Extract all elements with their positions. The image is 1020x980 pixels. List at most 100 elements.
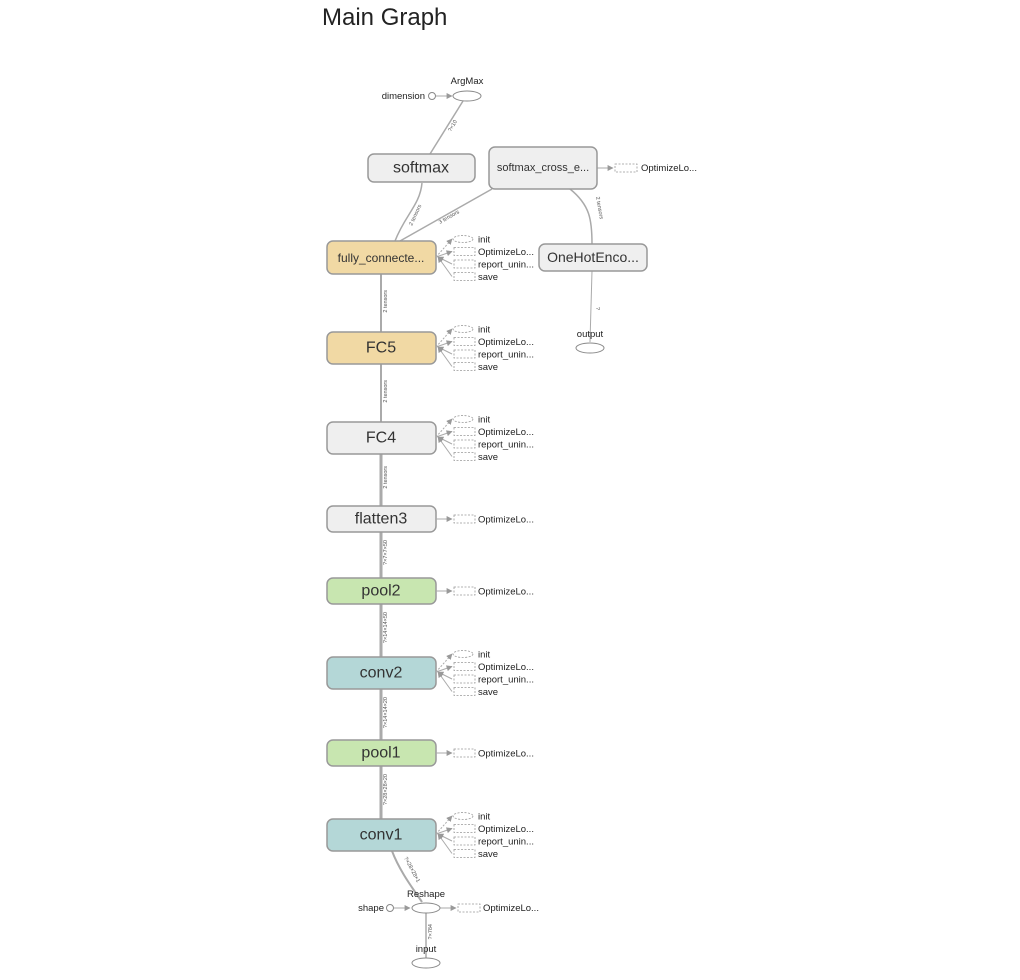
fc5-node[interactable]: FC5	[326, 331, 437, 365]
fc4-save-label: save	[478, 452, 498, 463]
conv2-edge-optimize[interactable]	[435, 665, 453, 673]
edge-label-flatten-pool2: ?×7×7×50	[383, 540, 389, 565]
fc5-edge-optimize[interactable]	[435, 340, 453, 348]
conv2-report-node[interactable]	[453, 674, 476, 684]
conv2-optimize-node[interactable]	[453, 662, 476, 671]
fc5-report-node[interactable]	[453, 349, 476, 359]
flatten3-optimize-node[interactable]	[453, 514, 476, 524]
fc5-init-node[interactable]	[452, 325, 474, 333]
conv2-save-node[interactable]	[453, 687, 476, 696]
fc4-optimize-node[interactable]	[453, 427, 476, 436]
output-label: output	[577, 329, 604, 340]
reshape-optimize-label: OptimizeLo...	[483, 903, 539, 914]
conv1-report-label: report_unin...	[478, 837, 534, 848]
fc4-label: FC4	[366, 430, 396, 447]
fc4-edge-init[interactable]	[435, 418, 453, 438]
optimize-top-label: OptimizeLo...	[641, 163, 697, 174]
conv2-node[interactable]: conv2	[326, 656, 437, 690]
flatten3-label: flatten3	[355, 511, 408, 528]
softmax-cross-label: softmax_cross_e...	[497, 162, 589, 174]
conv1-node[interactable]: conv1	[326, 818, 437, 852]
aux-connections: initOptimizeLo...report_unin...saveinitO…	[435, 235, 534, 860]
fc4-init-node[interactable]	[452, 415, 474, 423]
fc4-report-node[interactable]	[453, 439, 476, 449]
fc5-save-label: save	[478, 362, 498, 373]
fully-connected-report-node[interactable]	[453, 259, 476, 269]
softmax-node[interactable]: softmax	[367, 153, 476, 183]
fully-connected-optimize-label: OptimizeLo...	[478, 247, 534, 258]
conv2-edge-save[interactable]	[437, 671, 453, 692]
conv2-optimize-label: OptimizeLo...	[478, 662, 534, 673]
fully-connected-edge-save[interactable]	[437, 256, 453, 277]
onehot-encoding-node[interactable]: OneHotEnco...	[538, 243, 648, 272]
argmax-node[interactable]	[452, 90, 482, 102]
edge-onehot-output[interactable]	[589, 270, 593, 343]
shape-node[interactable]	[386, 904, 394, 912]
fc4-edge-optimize[interactable]	[435, 430, 453, 438]
softmax-cross-entropy-node[interactable]: softmax_cross_e...	[488, 146, 598, 190]
fully-connected-label: fully_connecte...	[338, 251, 425, 265]
edge-label-fc-fc5: 2 tensors	[383, 290, 389, 313]
fully-connected-optimize-node[interactable]	[453, 247, 476, 256]
pool2-node[interactable]: pool2	[326, 577, 437, 605]
onehot-label: OneHotEnco...	[547, 249, 639, 265]
conv1-optimize-node[interactable]	[453, 824, 476, 833]
reshape-label: Reshape	[407, 889, 445, 900]
edge-fc-cross[interactable]	[399, 188, 493, 242]
edge-fc-softmax[interactable]	[394, 182, 423, 242]
pool1-optimize-node[interactable]	[453, 748, 476, 758]
conv2-edge-init[interactable]	[435, 653, 453, 673]
conv1-edge-optimize[interactable]	[435, 827, 453, 835]
conv1-edge-init[interactable]	[435, 815, 453, 835]
conv1-save-node[interactable]	[453, 849, 476, 858]
fc5-edge-save[interactable]	[437, 346, 453, 367]
edge-label-softmax-fc: 2 tensors	[408, 204, 423, 227]
edge-label-pool1-conv1: ?×28×28×20	[383, 774, 389, 805]
edge-label-conv2-pool1: ?×14×14×20	[383, 697, 389, 728]
fully-connected-node[interactable]: fully_connecte...	[326, 240, 437, 275]
conv2-init-label: init	[478, 650, 491, 661]
conv1-label: conv1	[360, 827, 403, 844]
pool2-label: pool2	[361, 583, 400, 600]
dimension-node[interactable]	[428, 92, 436, 100]
edge-label-argmax-in: ?×10	[448, 119, 459, 133]
fully-connected-save-label: save	[478, 272, 498, 283]
conv2-init-node[interactable]	[452, 650, 474, 658]
output-node[interactable]	[575, 342, 605, 354]
reshape-node[interactable]	[411, 902, 441, 914]
fc4-node[interactable]: FC4	[326, 421, 437, 455]
optimize-top-node[interactable]	[614, 163, 638, 173]
fc5-edge-init[interactable]	[435, 328, 453, 348]
conv1-init-node[interactable]	[452, 812, 474, 820]
edge-cross-onehot[interactable]	[569, 188, 593, 245]
fully-connected-save-node[interactable]	[453, 272, 476, 281]
fc5-optimize-label: OptimizeLo...	[478, 337, 534, 348]
edge-softmax-argmax[interactable]	[429, 100, 464, 155]
fc5-label: FC5	[366, 340, 396, 357]
edge-reshape-conv1[interactable]	[391, 850, 423, 903]
fc4-save-node[interactable]	[453, 452, 476, 461]
edge-label-fc5-fc4: 2 tensors	[383, 380, 389, 403]
fully-connected-init-node[interactable]	[452, 235, 474, 243]
fc5-optimize-node[interactable]	[453, 337, 476, 346]
fully-connected-edge-optimize[interactable]	[435, 250, 453, 258]
input-node[interactable]	[411, 957, 441, 969]
fully-connected-report-label: report_unin...	[478, 260, 534, 271]
edge-label-fc4-flatten: 2 tensors	[383, 466, 389, 489]
fc5-save-node[interactable]	[453, 362, 476, 371]
fully-connected-edge-init[interactable]	[435, 238, 453, 258]
conv1-optimize-label: OptimizeLo...	[478, 824, 534, 835]
pool2-optimize-label: OptimizeLo...	[478, 587, 534, 598]
pool1-node[interactable]: pool1	[326, 739, 437, 767]
fc5-init-label: init	[478, 325, 491, 336]
conv1-edge-save[interactable]	[437, 833, 453, 854]
page-title: Main Graph	[322, 4, 448, 31]
edge-label-reshape-input: ?×784	[428, 924, 434, 939]
reshape-optimize-node[interactable]	[457, 903, 481, 913]
conv2-label: conv2	[360, 665, 403, 682]
conv1-report-node[interactable]	[453, 836, 476, 846]
edge-label-onehot-output: ?	[594, 307, 600, 310]
fc4-edge-save[interactable]	[437, 436, 453, 457]
flatten3-node[interactable]: flatten3	[326, 505, 437, 533]
pool2-optimize-node[interactable]	[453, 586, 476, 596]
